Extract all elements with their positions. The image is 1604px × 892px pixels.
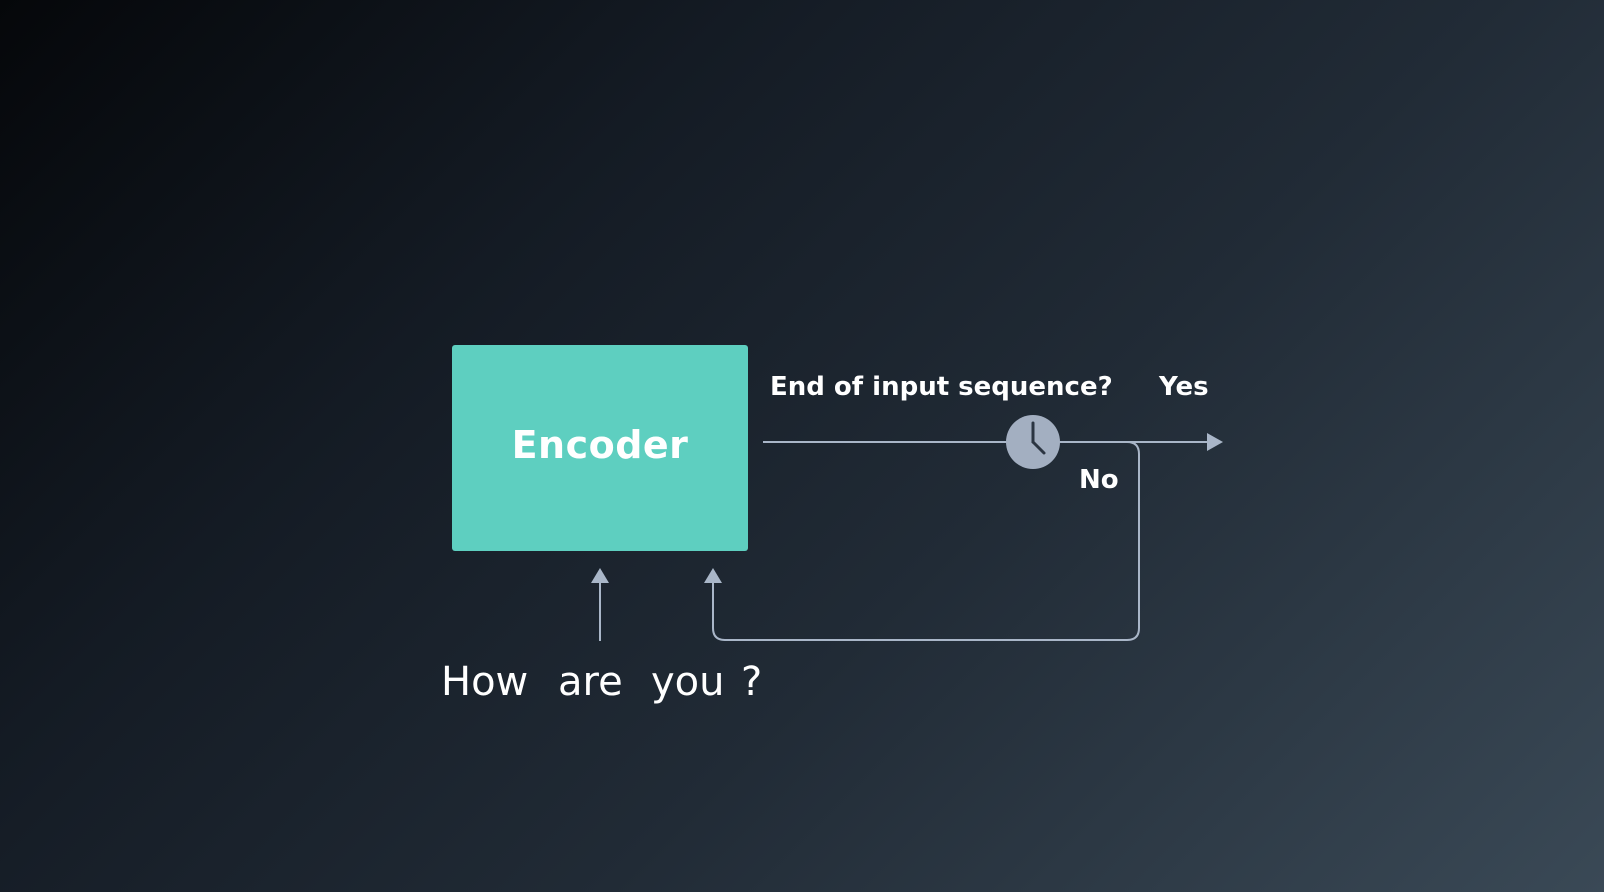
encoder-block: Encoder	[452, 345, 748, 551]
feedback-arrowhead	[704, 568, 722, 583]
no-label: No	[1079, 465, 1119, 495]
input-word: you	[651, 659, 725, 705]
encoder-label: Encoder	[511, 423, 689, 467]
decision-question: End of input sequence?	[770, 372, 1113, 402]
yes-label: Yes	[1159, 372, 1209, 402]
clock-icon	[1006, 415, 1060, 469]
input-arrowhead	[591, 568, 609, 583]
input-word: are	[558, 659, 623, 705]
feedback-loop-line	[712, 441, 1140, 641]
input-word: ?	[741, 659, 763, 705]
yes-arrowhead	[1207, 433, 1223, 451]
input-word: How	[441, 659, 529, 705]
